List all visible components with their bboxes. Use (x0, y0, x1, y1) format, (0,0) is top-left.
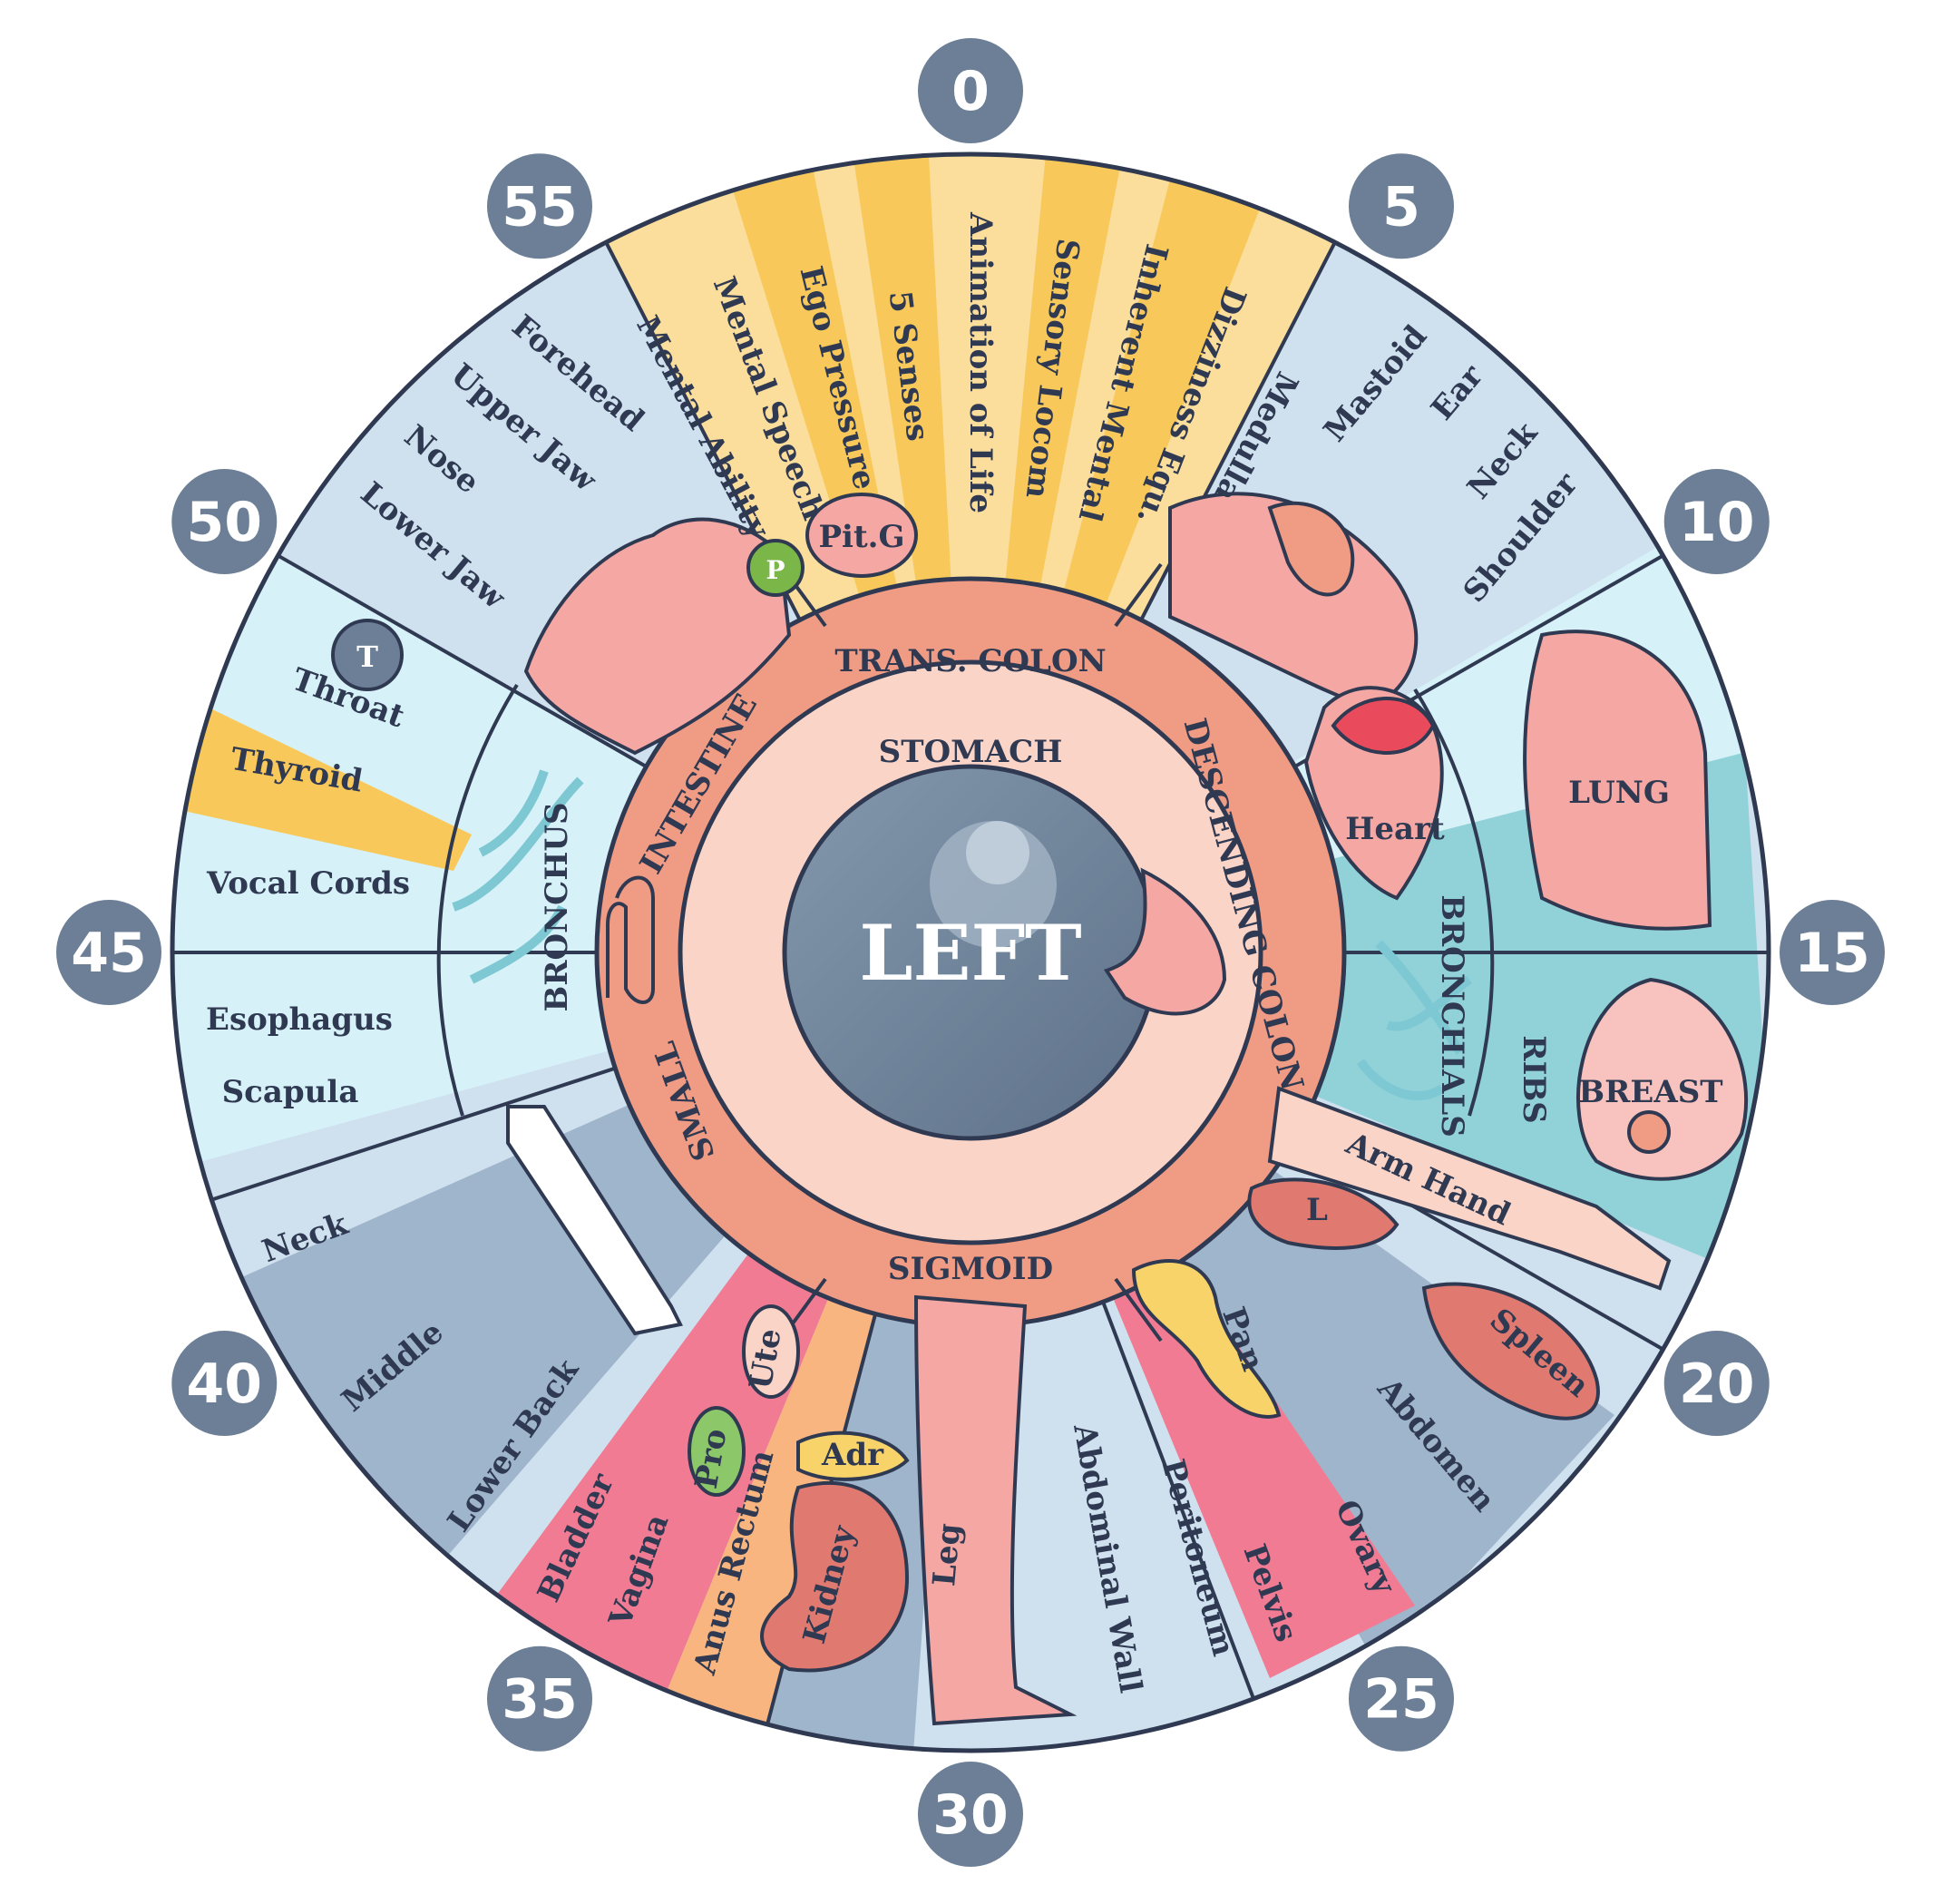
clock-number-45: 45 (71, 922, 147, 985)
esophagus-label: Esophagus (206, 1001, 393, 1038)
bronchus-branches (452, 769, 584, 984)
clock-number-15: 15 (1794, 922, 1870, 985)
ribs-label: RIBS (1516, 1035, 1552, 1123)
clock-number-5: 5 (1382, 175, 1420, 239)
stomach-organ (1103, 867, 1227, 1016)
bronchus-label: BRONCHUS (539, 802, 575, 1011)
ear-head (1168, 492, 1419, 710)
ring-divider-4 (1114, 1277, 1163, 1343)
clock-number-55: 55 (502, 175, 578, 239)
clock-bubble-5 (1349, 153, 1454, 259)
clock-number-20: 20 (1679, 1352, 1755, 1416)
pancreas-shape (1131, 1259, 1282, 1419)
clock-bubble-55 (487, 153, 592, 259)
breast-label: BREAST (1578, 1074, 1722, 1110)
vocal-cords-label: Vocal Cords (206, 865, 410, 902)
ute-shape (742, 1304, 800, 1399)
leg-label: Leg (926, 1522, 968, 1588)
bronchus-arc (436, 683, 519, 1117)
clock-bubble-30 (918, 1762, 1023, 1867)
clock-bubble-15 (1780, 900, 1885, 1005)
adr-label: Adr (821, 1437, 884, 1473)
brain-label-4: Animation of Life (962, 211, 999, 513)
t-badge-circle (331, 619, 404, 691)
clock-bubble-20 (1663, 1331, 1770, 1436)
clock-number-35: 35 (502, 1668, 578, 1732)
outer-border (170, 151, 1771, 1753)
l-label: L (1306, 1192, 1328, 1228)
clock-number-30: 30 (932, 1783, 1009, 1847)
trans-colon-label: TRANS. COLON (834, 643, 1106, 679)
lung-label: LUNG (1568, 775, 1670, 811)
ear-shape (1267, 501, 1355, 597)
clock-number-25: 25 (1363, 1668, 1439, 1732)
small-intestine-loops (606, 875, 655, 1004)
clock-number-0: 0 (951, 60, 990, 123)
spine-shape (506, 1105, 683, 1336)
heart-top (1331, 697, 1436, 755)
pupil-glint (966, 821, 1029, 884)
clock-number-50: 50 (187, 491, 263, 554)
center-label: LEFT (859, 908, 1081, 998)
arm-shape (1267, 1086, 1672, 1291)
pro-shape (688, 1406, 746, 1497)
clock-bubble-25 (1349, 1645, 1454, 1752)
bronchials-label: BRONCHIALS (1434, 894, 1470, 1138)
adrenal-shape (796, 1430, 910, 1481)
heart-label: Heart (1345, 811, 1445, 847)
clock-bubble-35 (487, 1645, 592, 1752)
pituitary-shape (805, 493, 918, 578)
breast-nipple (1627, 1110, 1671, 1154)
stomach-label: STOMACH (879, 734, 1063, 770)
breast-shape (1576, 977, 1749, 1181)
sigmoid-label: SIGMOID (888, 1251, 1053, 1287)
kidney-shape (760, 1481, 910, 1673)
clock-bubble-10 (1663, 469, 1770, 574)
ring-divider-2 (1114, 562, 1163, 628)
leg-shape (913, 1294, 1078, 1726)
clock-bubble-50 (171, 469, 278, 574)
liver-shape (1247, 1177, 1400, 1250)
bronchials-arc (1413, 688, 1495, 1117)
spleen-shape (1421, 1282, 1600, 1421)
bronchials-branches (1356, 940, 1472, 1101)
scapula-label: Scapula (222, 1074, 359, 1110)
clock-number-10: 10 (1679, 491, 1755, 554)
pineal-shape (746, 539, 805, 597)
clock-numbers: 0 5 10 15 20 25 30 35 40 45 50 55 (56, 38, 1885, 1867)
clock-number-40: 40 (187, 1352, 263, 1416)
pit-g-label: Pit.G (818, 519, 904, 555)
p-label: P (766, 555, 785, 585)
lung-shape (1523, 630, 1712, 931)
clock-bubble-45 (56, 900, 161, 1005)
clock-bubble-0 (918, 38, 1023, 143)
organ-illustrations (331, 492, 1749, 1726)
t-badge-label: T (356, 640, 378, 674)
clock-bubble-40 (171, 1331, 278, 1436)
